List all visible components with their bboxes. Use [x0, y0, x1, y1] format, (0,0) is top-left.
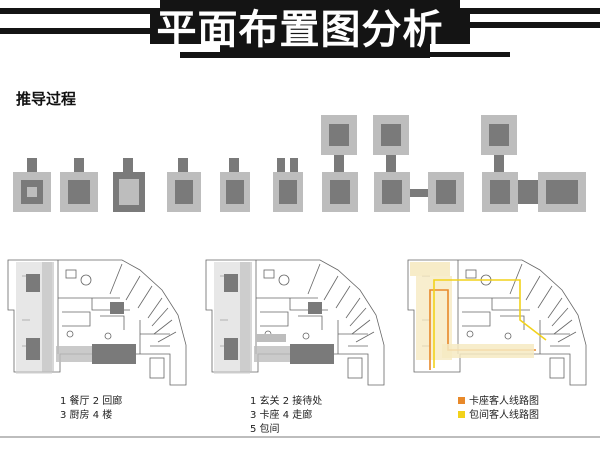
legend-plan-2: 1 玄关 2 接待处 3 卡座 4 走廊 5 包间 — [250, 395, 322, 437]
section-subtitle: 推导过程 — [16, 90, 77, 108]
step-4 — [167, 158, 201, 212]
step-6 — [273, 158, 303, 212]
bottom-divider — [0, 436, 600, 438]
floor-plans — [7, 259, 587, 386]
legend-line: 3 厨房 4 楼 — [60, 410, 113, 421]
yellow-swatch-icon — [458, 411, 465, 418]
plan-1-functional-zones — [7, 259, 187, 386]
legend-line: 5 包间 — [250, 424, 280, 435]
step-9 — [481, 115, 586, 212]
legend-plan-1: 1 餐厅 2 回廊 3 厨房 4 楼 — [60, 395, 122, 423]
orange-swatch-icon — [458, 397, 465, 404]
legend-label: 包间客人线路图 — [469, 410, 539, 421]
step-7 — [321, 115, 358, 212]
header-banner — [0, 0, 600, 58]
step-1 — [13, 158, 51, 212]
step-5 — [220, 158, 250, 212]
plan-2-zones — [205, 259, 385, 386]
derivation-steps — [13, 115, 586, 212]
plan-3-circulation-routes — [407, 259, 587, 386]
step-2 — [60, 158, 98, 212]
legend-line: 1 餐厅 2 回廊 — [60, 396, 123, 407]
legend-item-booth-route: 卡座客人线路图 — [458, 395, 539, 409]
legend-plan-3: 卡座客人线路图 包间客人线路图 — [458, 395, 539, 423]
legend-item-private-room-route: 包间客人线路图 — [458, 409, 539, 423]
step-8 — [373, 115, 464, 212]
page-title: 平面布置图分析 — [156, 7, 444, 53]
legend-line: 1 玄关 2 接待处 — [250, 396, 323, 407]
legend-label: 卡座客人线路图 — [469, 396, 539, 407]
legend-line: 3 卡座 4 走廊 — [250, 410, 313, 421]
step-3 — [113, 158, 145, 212]
